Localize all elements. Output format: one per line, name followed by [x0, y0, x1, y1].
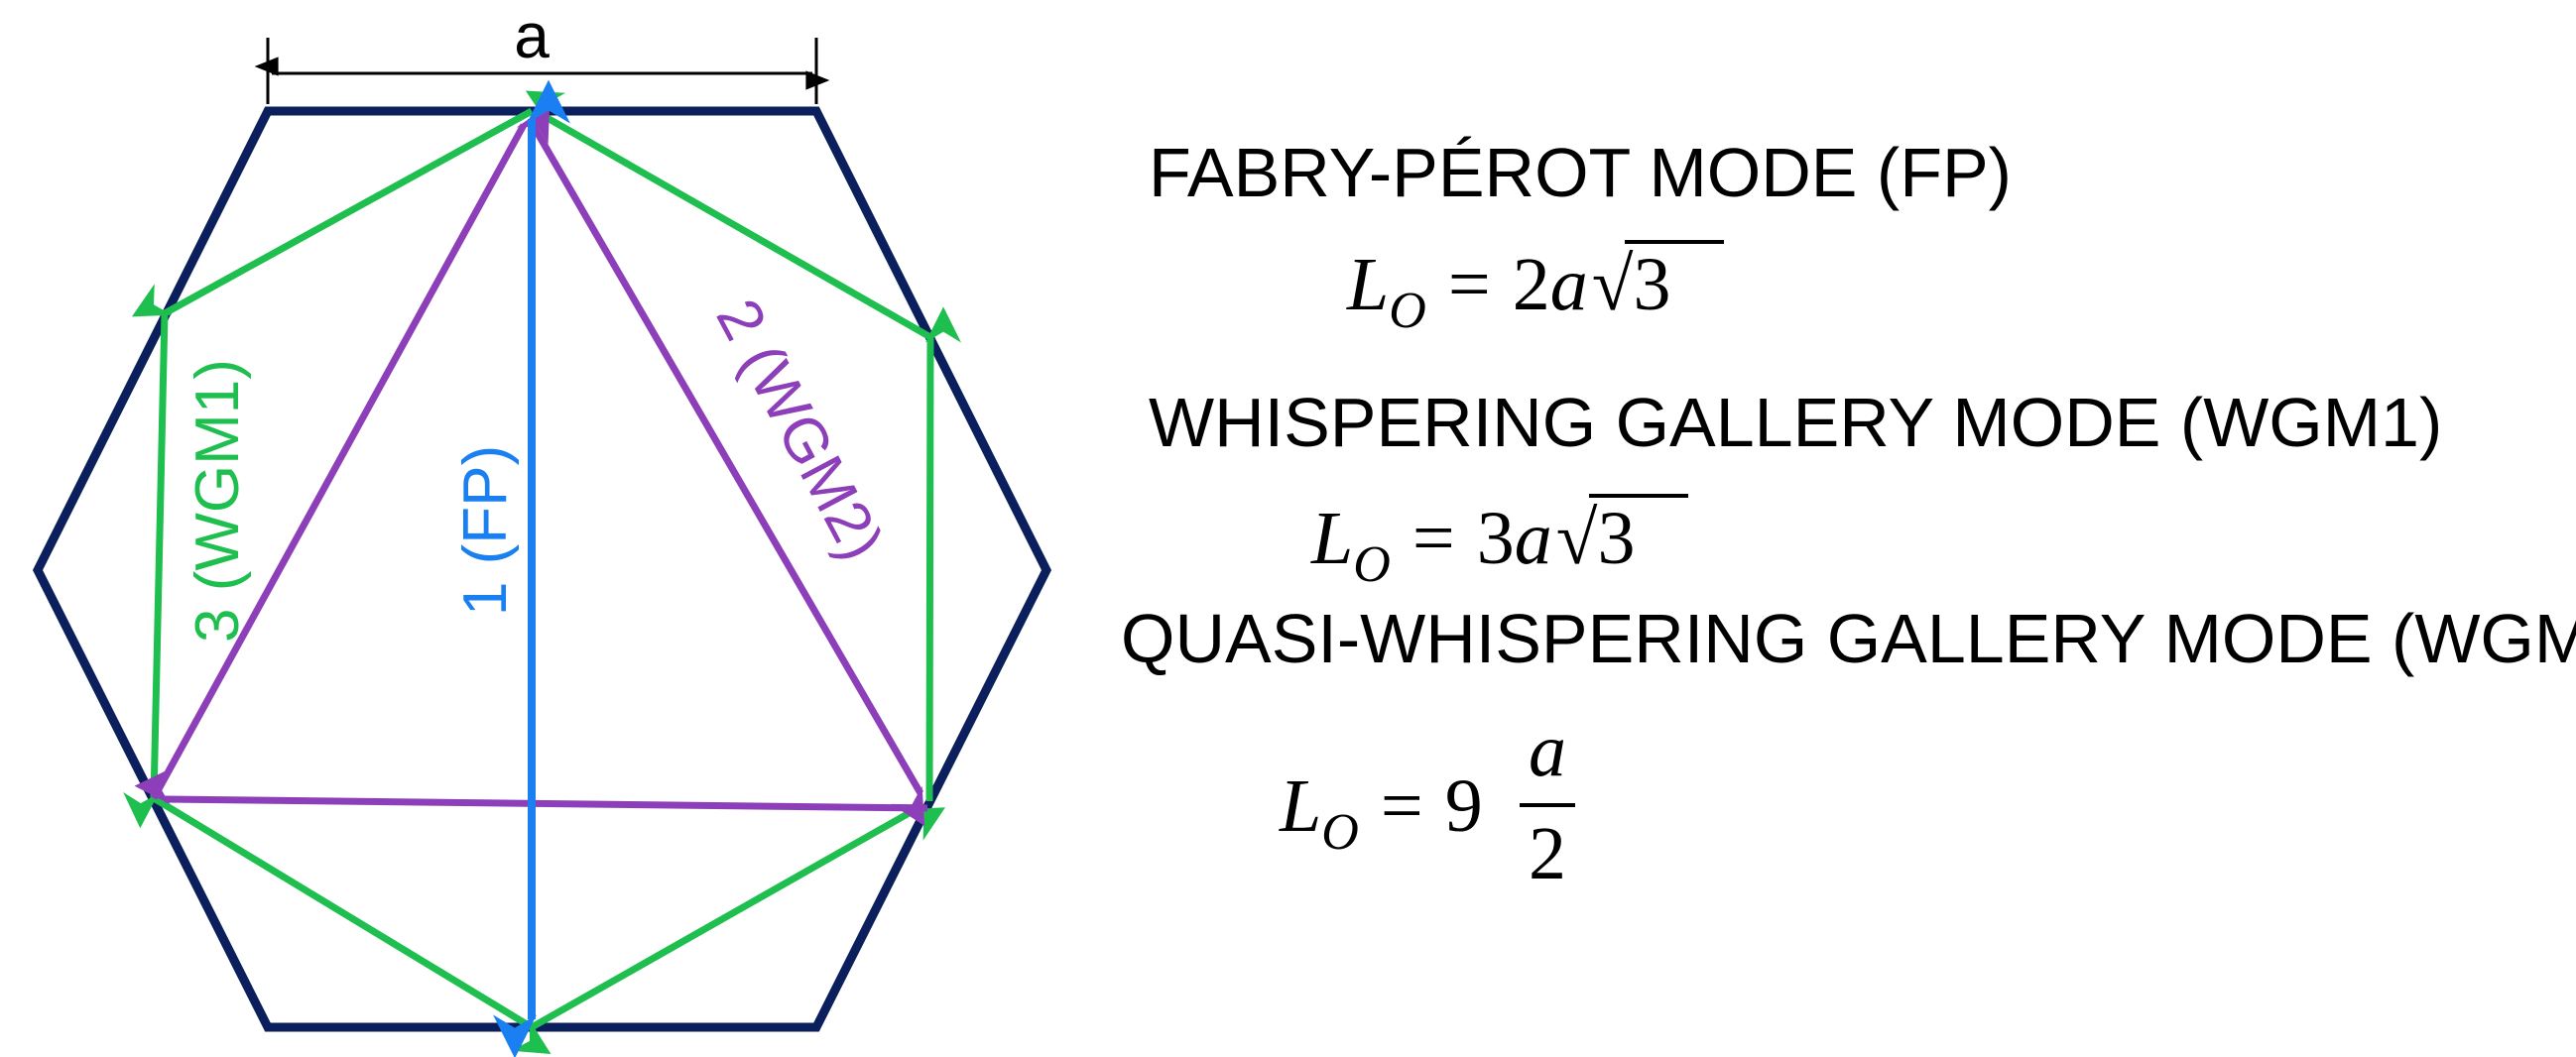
formula-equals: = — [1381, 764, 1423, 848]
wgm1-segment — [131, 107, 534, 317]
wgm1-segment — [924, 306, 961, 802]
formula-coefficient: 3 — [1477, 497, 1515, 580]
mode-fp: FABRY-PÉROT MODE (FP) LO = 2a√3 — [1149, 134, 2012, 339]
wgm2-path-label: 2 (WGM2) — [703, 289, 897, 571]
dimension-label: a — [514, 0, 550, 71]
formula-radicand: 3 — [1633, 243, 1670, 326]
formula-variable: a — [1550, 243, 1588, 326]
wgm1-segment — [525, 90, 932, 341]
formula-subscript: O — [1321, 804, 1359, 861]
mode-wgm2: QUASI-WHISPERING GALLERY MODE (WGM2) LO =… — [1121, 600, 2576, 895]
formula-coefficient: 2 — [1513, 243, 1550, 326]
wgm1-segment — [152, 795, 552, 1054]
fraction-numerator: a — [1529, 709, 1566, 792]
fraction-denominator: 2 — [1529, 812, 1566, 895]
wgm1-path — [123, 90, 961, 1054]
mode-formula: LO = 2a√3 — [1346, 243, 1670, 339]
wgm1-segment — [123, 312, 169, 829]
formula-variable: a — [1515, 497, 1552, 580]
mode-heading: WHISPERING GALLERY MODE (WGM1) — [1149, 384, 2442, 461]
formula-subscript: O — [1389, 283, 1426, 339]
formula-lhs: L — [1279, 764, 1321, 848]
wgm2-segment — [150, 104, 551, 800]
formula-coefficient: 9 — [1445, 764, 1483, 848]
mode-formula: LO = 9 — [1279, 764, 1483, 861]
sqrt-icon: √ — [1556, 497, 1598, 580]
wgm2-segment — [134, 768, 928, 812]
fp-path-label: 1 (FP) — [451, 445, 520, 616]
formula-radicand: 3 — [1597, 497, 1635, 580]
dimension-indicator: a — [254, 0, 830, 104]
hexagon-outline — [32, 106, 1052, 1032]
wgm1-path-label: 3 (WGM1) — [184, 359, 252, 643]
formula-lhs: L — [1346, 243, 1389, 326]
mode-heading: QUASI-WHISPERING GALLERY MODE (WGM2) — [1121, 600, 2576, 677]
formula-lhs: L — [1310, 497, 1353, 580]
formula-equals: = — [1412, 497, 1455, 580]
wgm1-segment — [530, 807, 946, 1031]
formula-equals: = — [1448, 243, 1491, 326]
mode-wgm1: WHISPERING GALLERY MODE (WGM1) LO=3a√3 — [1149, 384, 2442, 593]
mode-heading: FABRY-PÉROT MODE (FP) — [1149, 134, 2012, 211]
sqrt-icon: √ — [1592, 243, 1634, 326]
wgm2-segment — [528, 121, 925, 826]
mode-formula: LO=3a√3 — [1310, 497, 1635, 593]
formula-subscript: O — [1353, 536, 1391, 593]
